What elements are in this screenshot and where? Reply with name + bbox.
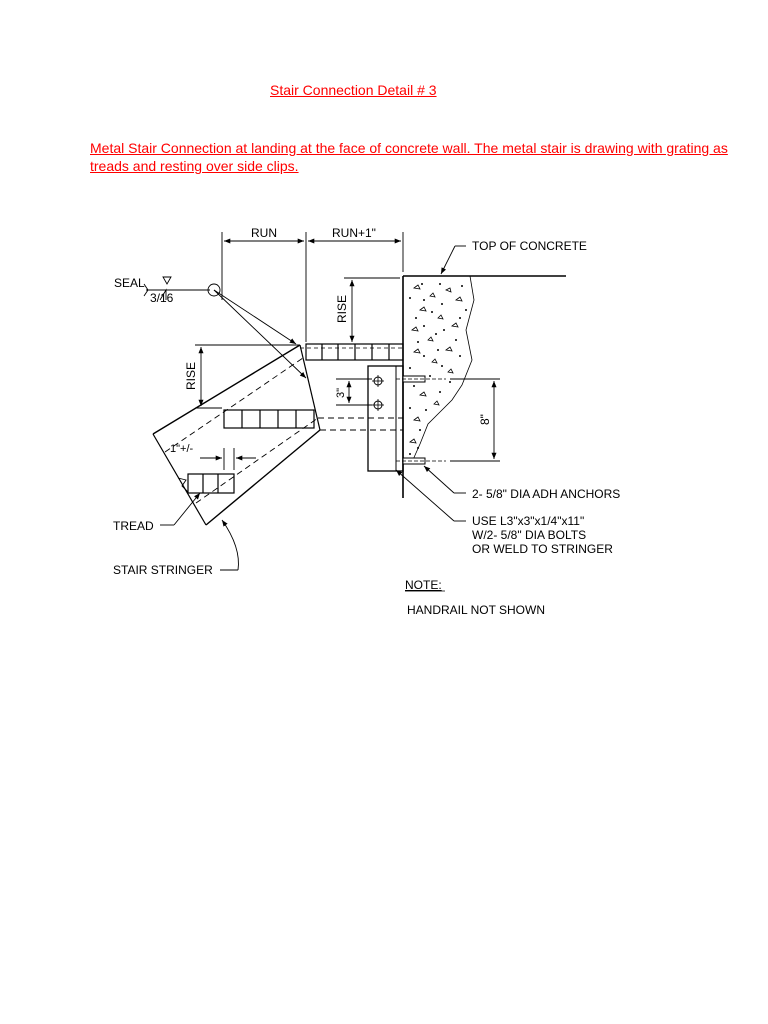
anchors-label: 2- 5/8" DIA ADH ANCHORS [472,487,620,501]
one-inch-label: 1"+/- [170,443,194,455]
note-heading: NOTE: [405,578,442,592]
rise-left-label: RISE [184,362,198,390]
seal-label: SEAL [114,276,145,290]
weld-symbol [143,276,307,379]
concrete-wall [402,275,566,498]
dimension-rise-top [344,277,400,342]
dimension-run [221,232,404,342]
concrete-dots [409,283,467,455]
tread-leader [160,492,201,526]
top-of-concrete-label: TOP OF CONCRETE [472,239,587,253]
lower-tread-grating [177,473,235,494]
stringer-leader [220,519,239,571]
eight-inch-label: 8" [478,414,492,425]
stair-stringer-label: STAIR STRINGER [113,563,213,577]
run-label: RUN [251,226,277,240]
three-inch-label: 3" [335,388,347,398]
angle-label-line2: W/2- 5/8" DIA BOLTS [472,528,586,542]
middle-tread-grating [223,409,315,429]
dimension-three-inch [336,378,372,406]
angle-label-line3: OR WELD TO STRINGER [472,542,613,556]
angle-leader [395,469,466,522]
angle-clip-plate [367,365,404,472]
stair-stringer-outline [152,344,403,526]
angle-label-line1: USE L3"x3"x1/4"x11" [472,514,584,528]
detail-title: Stair Connection Detail # 3 [270,82,437,98]
dimension-rise-left [195,344,300,409]
note-text: HANDRAIL NOT SHOWN [407,603,545,617]
concrete-stipple [409,284,463,444]
dimension-eight-inch [450,378,500,462]
top-of-concrete-leader [440,245,466,275]
landing-grating [300,343,404,361]
adhesive-anchors [396,375,446,465]
rise-top-label: RISE [335,295,349,323]
weld-size-label: 3/16 [150,291,174,305]
dimension-one-inch [200,448,256,470]
detail-description: Metal Stair Connection at landing at the… [90,140,728,174]
anchors-leader [423,465,466,494]
run-plus-label: RUN+1" [332,226,376,240]
tread-label: TREAD [113,519,154,533]
